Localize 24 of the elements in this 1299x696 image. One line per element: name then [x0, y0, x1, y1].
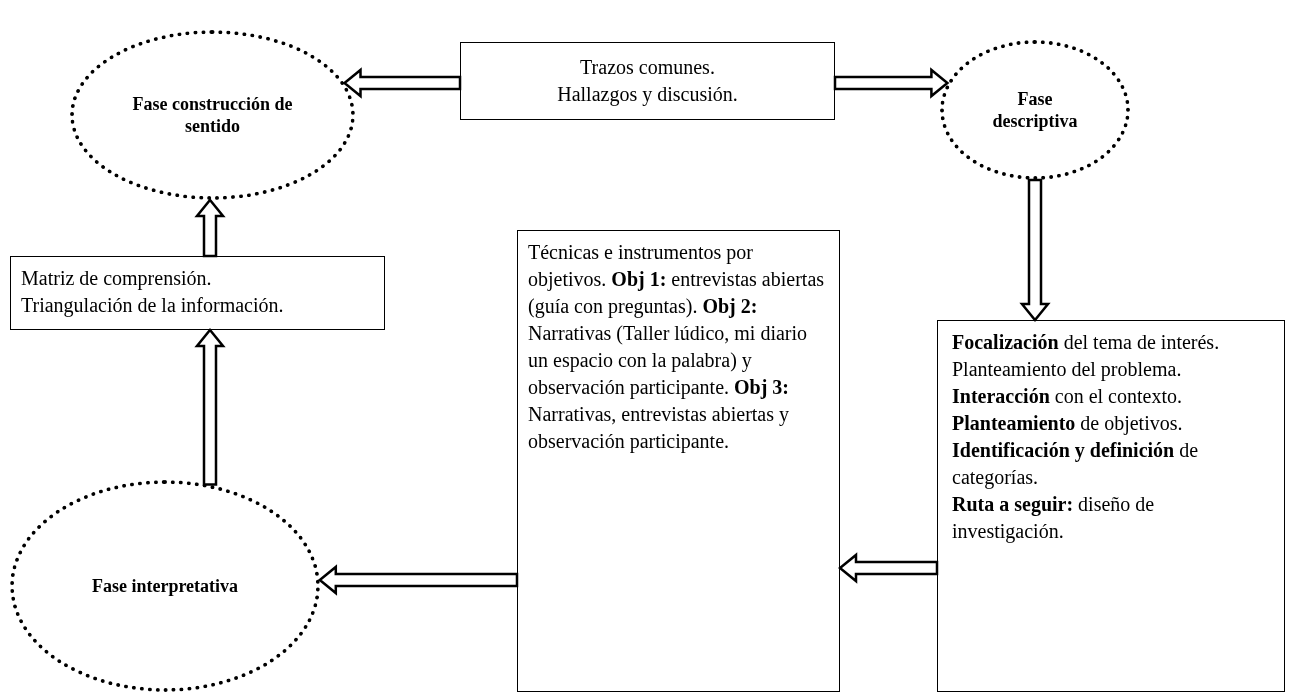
node-text: Fase interpretativa: [91, 575, 239, 597]
process-box: [517, 230, 840, 692]
node-text: Matriz de comprensión.: [21, 266, 213, 292]
block-arrow: [342, 67, 462, 99]
node-text: Trazos comunes.: [579, 55, 716, 80]
process-box: [460, 42, 835, 120]
node-text: Identificación y definición de categorías.: [952, 438, 1200, 491]
node-text: Planteamiento de objetivos.: [952, 411, 1184, 437]
block-arrow: [317, 564, 519, 596]
node-text: Triangulación de la información.: [21, 293, 285, 319]
node-text: Fase construcción de sentido: [131, 93, 294, 137]
node-text: Ruta a seguir: diseño de investigación.: [952, 492, 1156, 545]
process-box: [937, 320, 1285, 692]
node-text: Interacción con el contexto.: [952, 384, 1183, 409]
block-arrow: [194, 198, 226, 258]
node-text: Técnicas e instrumentos por objetivos. Obj 1: entrevistas abiertas (guía con preguntas). Obj 2: Narrativas (Taller lúdico, mi diario un espacio con la palabra) y observación participante. Obj 3: Narrativas, entrevistas abiertas y observación participante.: [528, 240, 826, 455]
block-arrow: [1019, 178, 1051, 322]
block-arrow: [194, 328, 226, 486]
node-text: Fase descriptiva: [991, 88, 1079, 132]
node-text: Hallazgos y discusión.: [556, 82, 739, 108]
node-text: Focalización del tema de interés. Planteamiento del problema.: [952, 330, 1221, 383]
block-arrow: [833, 67, 950, 99]
block-arrow: [838, 552, 939, 584]
process-box: [10, 256, 385, 330]
